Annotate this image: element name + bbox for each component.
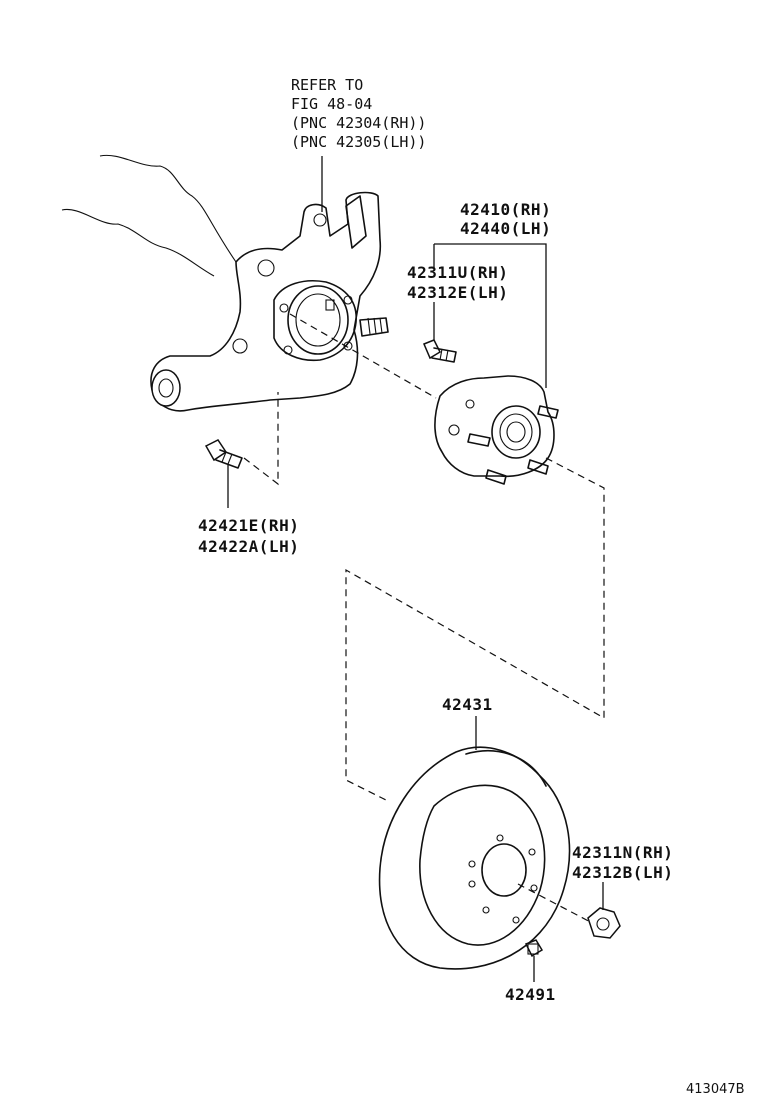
reference-note-line3: (PNC 42304(RH)) [291,114,426,132]
disc-to-nut-axis [517,883,599,927]
label-disc: 42431 [442,695,493,714]
label-hub-bolt-rh: 42311U(RH) [407,263,508,282]
knuckle-to-hub-axis [289,313,437,399]
label-hub-nut-lh: 42312B(LH) [572,863,673,882]
reference-note: REFER TO FIG 48-04 (PNC 42304(RH)) (PNC … [291,76,426,151]
label-knuckle-bolt-lh: 42422A(LH) [198,537,299,556]
hub-assy-bracket-leader [434,243,547,388]
disc-plug [524,939,544,958]
knuckle-bolt-guide [243,392,279,486]
reference-note-line2: FIG 48-04 [291,95,372,113]
reference-note-line1: REFER TO [291,76,363,94]
label-hub-assy-rh: 42410(RH) [460,200,551,219]
label-hub-nut-rh: 42311N(RH) [572,843,673,862]
label-hub-bolt-lh: 42312E(LH) [407,283,508,302]
knuckle-break-lines [61,154,237,277]
label-hub-assy-lh: 42440(LH) [460,219,551,238]
hub-nut [587,907,621,939]
hub-bolt-42311U [423,339,457,363]
steering-knuckle [150,191,389,412]
label-plug: 42491 [505,985,556,1004]
knuckle-bolt-42421E [204,439,243,469]
label-knuckle-bolt-rh: 42421E(RH) [198,516,299,535]
hub-to-disc-guide [345,457,605,803]
illustration-code: 413047B [686,1082,745,1097]
brake-disc [378,746,571,970]
axle-hub-assembly [434,375,559,485]
reference-note-line4: (PNC 42305(LH)) [291,133,426,151]
